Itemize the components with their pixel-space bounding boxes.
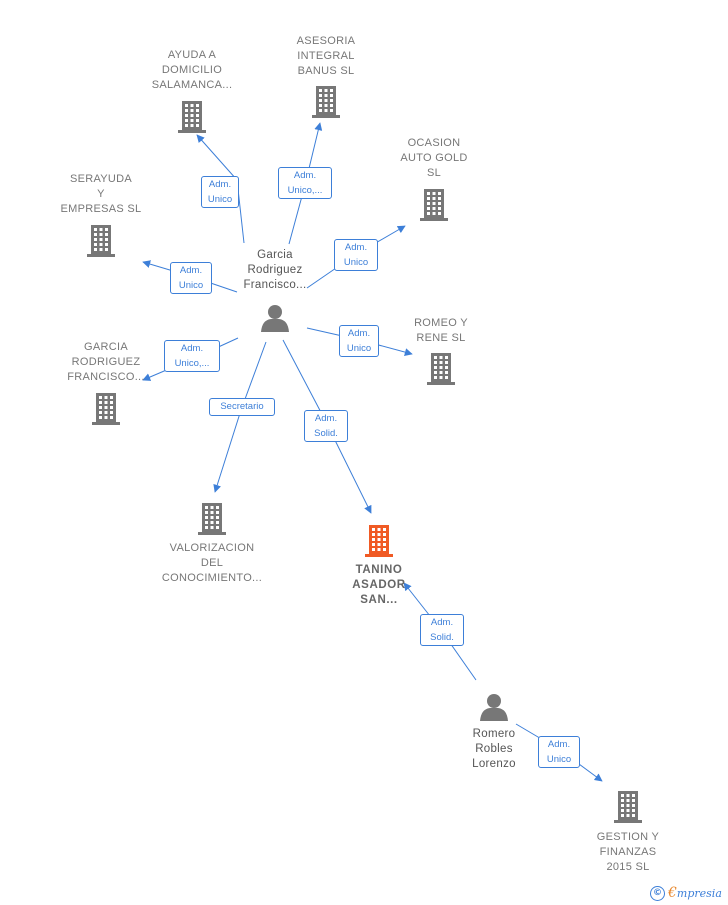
node-label-ayuda[interactable]: AYUDA A DOMICILIO SALAMANCA... xyxy=(151,49,233,91)
node-label-gestion[interactable]: GESTION Y FINANZAS 2015 SL xyxy=(596,831,660,873)
edge-label-valorizacion[interactable]: Secretario xyxy=(209,398,275,416)
building-icon[interactable] xyxy=(311,84,341,123)
node-label-romero[interactable]: Romero Robles Lorenzo xyxy=(472,728,516,770)
node-label-ocasion[interactable]: OCASION AUTO GOLD SL xyxy=(400,137,468,179)
building-icon[interactable] xyxy=(177,99,207,138)
node-label-serayuda[interactable]: SERAYUDA Y EMPRESAS SL xyxy=(60,173,142,215)
building-icon[interactable] xyxy=(86,223,116,262)
node-label-romeo[interactable]: ROMEO Y RENE SL xyxy=(414,317,468,344)
edge-label-ayuda[interactable]: Adm. Unico xyxy=(201,176,239,208)
edge-label-asesoria[interactable]: Adm. Unico,... xyxy=(278,167,332,199)
person-icon[interactable] xyxy=(479,692,509,727)
edge-label-ocasion[interactable]: Adm. Unico xyxy=(334,239,378,271)
edge-label-serayuda[interactable]: Adm. Unico xyxy=(170,262,212,294)
edge-label-tanino[interactable]: Adm. Solid. xyxy=(420,614,464,646)
node-label-garcia-person[interactable]: Garcia Rodriguez Francisco... xyxy=(243,249,307,291)
footer-brand: © €mpresia xyxy=(650,885,722,901)
building-icon[interactable] xyxy=(91,391,121,430)
building-icon[interactable] xyxy=(364,523,394,562)
edge-label-tanino[interactable]: Adm. Solid. xyxy=(304,410,348,442)
edge-label-gestion[interactable]: Adm. Unico xyxy=(538,736,580,768)
edge-label-romeo[interactable]: Adm. Unico xyxy=(339,325,379,357)
person-icon[interactable] xyxy=(260,303,290,338)
node-label-tanino[interactable]: TANINO ASADOR SAN... xyxy=(352,564,406,606)
edge-label-garcia_company[interactable]: Adm. Unico,... xyxy=(164,340,220,372)
building-icon[interactable] xyxy=(426,351,456,390)
building-icon[interactable] xyxy=(419,187,449,226)
node-label-asesoria[interactable]: ASESORIA INTEGRAL BANUS SL xyxy=(296,35,356,77)
brand-logo[interactable]: €mpresia xyxy=(668,885,722,901)
building-icon[interactable] xyxy=(613,789,643,828)
node-label-valorizacion[interactable]: VALORIZACION DEL CONOCIMIENTO... xyxy=(161,542,263,584)
copyright-icon: © xyxy=(650,885,665,901)
node-label-garcia-company[interactable]: GARCIA RODRIGUEZ FRANCISCO... xyxy=(67,341,145,383)
building-icon[interactable] xyxy=(197,501,227,540)
edge-garcia_person-to-valorizacion xyxy=(213,341,267,493)
